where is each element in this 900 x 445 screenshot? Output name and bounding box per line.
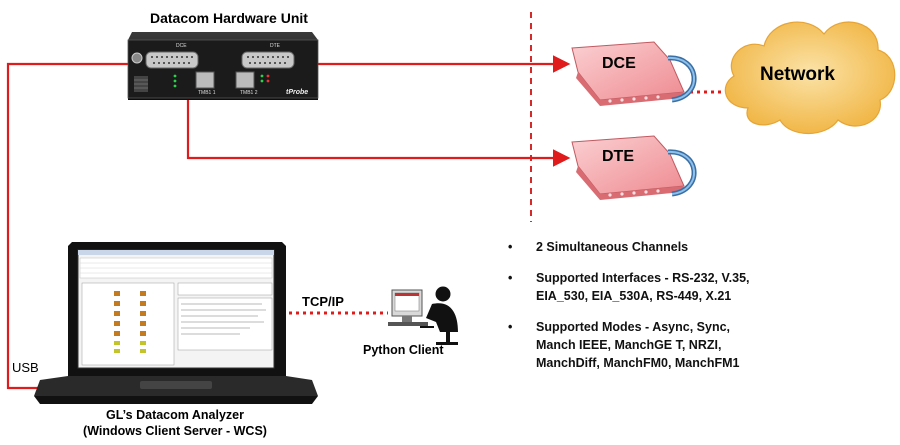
analyzer-line-2: (Windows Client Server - WCS) bbox=[83, 424, 267, 438]
usb-cable bbox=[6, 62, 136, 390]
feature-item: • Supported Modes - Async, Sync, Manch I… bbox=[508, 318, 888, 372]
dte-label: DTE bbox=[602, 148, 634, 165]
usb-label: USB bbox=[12, 360, 39, 375]
network-label: Network bbox=[760, 64, 835, 85]
feature-text: 2 Simultaneous Channels bbox=[536, 240, 689, 254]
python-client-figure bbox=[388, 286, 458, 345]
feature-text: EIA_530, EIA_530A, RS-449, X.21 bbox=[536, 289, 732, 303]
python-client-label: Python Client bbox=[363, 343, 444, 357]
dce-label: DCE bbox=[602, 55, 636, 72]
feature-text: Supported Interfaces - RS-232, V.35, bbox=[536, 271, 750, 285]
tcpip-label: TCP/IP bbox=[302, 294, 344, 309]
feature-list: • 2 Simultaneous Channels • Supported In… bbox=[508, 238, 888, 385]
network-cloud bbox=[724, 21, 896, 134]
dce-device bbox=[571, 41, 697, 106]
analyzer-line-1: GL’s Datacom Analyzer bbox=[105, 408, 244, 422]
dce-port-sublabel: TMB1 1 bbox=[198, 90, 216, 96]
dte-device bbox=[571, 135, 697, 200]
hardware-title: Datacom Hardware Unit bbox=[150, 10, 308, 26]
analyzer-title: GL’s Datacom Analyzer (Windows Client Se… bbox=[40, 407, 310, 439]
hardware-unit bbox=[127, 32, 319, 100]
laptop bbox=[34, 242, 318, 404]
dte-port-sublabel: TMB1 2 bbox=[240, 90, 258, 96]
feature-text: Manch IEEE, ManchGE T, NRZI, bbox=[536, 338, 722, 352]
dte-port-label: DTE bbox=[270, 43, 280, 49]
feature-item: • 2 Simultaneous Channels bbox=[508, 238, 888, 256]
dte-link bbox=[186, 72, 571, 167]
dce-port-label: DCE bbox=[176, 43, 187, 49]
feature-text: Supported Modes - Async, Sync, bbox=[536, 320, 731, 334]
feature-text: ManchDiff, ManchFM0, ManchFM1 bbox=[536, 356, 740, 370]
feature-item: • Supported Interfaces - RS-232, V.35, E… bbox=[508, 269, 888, 305]
hardware-brand: tProbe bbox=[286, 89, 309, 96]
